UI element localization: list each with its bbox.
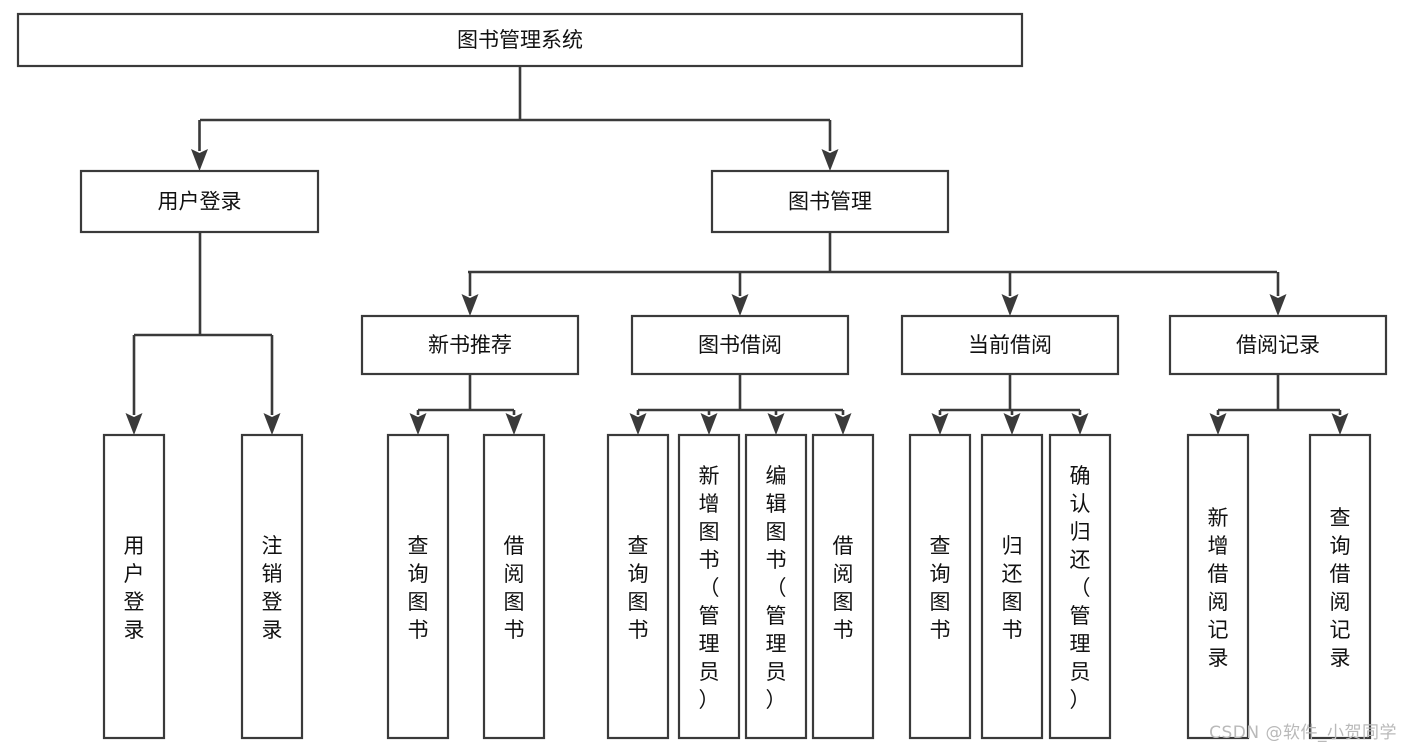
arrow-head-icon [1331,413,1349,435]
arrow-head-icon [821,149,839,171]
connector-user-login-bus [125,232,281,435]
node-label: 图书管理系统 [457,28,583,52]
node-label: 新书推荐 [428,333,512,357]
node-leaf_12[interactable]: 查询借阅记录 [1308,433,1372,740]
arrow-head-icon [931,413,949,435]
arrow-head-icon [1003,413,1021,435]
node-leaf_10[interactable]: 确认归还（管理员） [1048,433,1112,740]
arrow-head-icon [409,413,427,435]
node-label: 图书管理 [788,190,872,214]
node-label: 新增借阅记录 [1208,506,1229,670]
connector-borrow-bus [629,374,852,435]
node-leaf_9[interactable]: 归还图书 [980,433,1044,740]
node-leaf_11[interactable]: 新增借阅记录 [1186,433,1250,740]
arrow-head-icon [700,413,718,435]
arrow-head-icon [1269,294,1287,316]
connector-book-mgmt-bus [461,232,1287,316]
node-label: 查询图书 [628,534,649,642]
node-l3_0[interactable]: 新书推荐 [360,314,580,376]
node-label: 用户登录 [124,534,145,642]
node-leaf_6[interactable]: 编辑图书（管理员） [744,433,808,740]
node-label: 查询图书 [930,534,951,642]
arrow-head-icon [1071,413,1089,435]
node-label: 查询借阅记录 [1330,506,1351,670]
node-leaf_1[interactable]: 注销登录 [240,433,304,740]
node-leaf_3[interactable]: 借阅图书 [482,433,546,740]
node-layer: 图书管理系统用户登录图书管理新书推荐图书借阅当前借阅借阅记录用户登录注销登录查询… [16,12,1388,740]
node-l3_3[interactable]: 借阅记录 [1168,314,1388,376]
node-label: 借阅记录 [1236,333,1320,357]
node-label: 借阅图书 [504,534,525,642]
node-label: 编辑图书（管理员） [766,464,787,712]
node-leaf_5[interactable]: 新增图书（管理员） [677,433,741,740]
arrow-head-icon [263,413,281,435]
node-l2_1[interactable]: 图书管理 [710,169,950,234]
connector-root-bus [191,66,839,171]
node-label: 用户登录 [158,190,242,214]
arrow-head-icon [1209,413,1227,435]
arrow-head-icon [767,413,785,435]
node-l3_1[interactable]: 图书借阅 [630,314,850,376]
node-label: 图书借阅 [698,333,782,357]
node-l2_0[interactable]: 用户登录 [79,169,320,234]
node-root[interactable]: 图书管理系统 [16,12,1024,68]
node-leaf_4[interactable]: 查询图书 [606,433,670,740]
node-label: 新增图书（管理员） [699,464,720,712]
connector-new-book-bus [409,374,523,435]
arrow-head-icon [629,413,647,435]
node-leaf_8[interactable]: 查询图书 [908,433,972,740]
node-l3_2[interactable]: 当前借阅 [900,314,1120,376]
arrow-head-icon [1001,294,1019,316]
node-label: 查询图书 [408,534,429,642]
node-leaf_2[interactable]: 查询图书 [386,433,450,740]
arrow-head-icon [125,413,143,435]
node-label: 当前借阅 [968,333,1052,357]
arrow-head-icon [191,149,208,171]
arrow-head-icon [505,413,523,435]
arrow-head-icon [731,294,749,316]
node-label: 归还图书 [1002,534,1023,642]
node-leaf_7[interactable]: 借阅图书 [811,433,875,740]
node-label: 注销登录 [262,534,283,642]
node-leaf_0[interactable]: 用户登录 [102,433,166,740]
connector-current-borrow-bus [931,374,1089,435]
arrow-head-icon [461,294,479,316]
node-label: 借阅图书 [833,534,854,642]
connector-layer [125,66,1349,435]
node-label: 确认归还（管理员） [1070,464,1091,712]
arrow-head-icon [834,413,852,435]
connector-record-bus [1209,374,1349,435]
